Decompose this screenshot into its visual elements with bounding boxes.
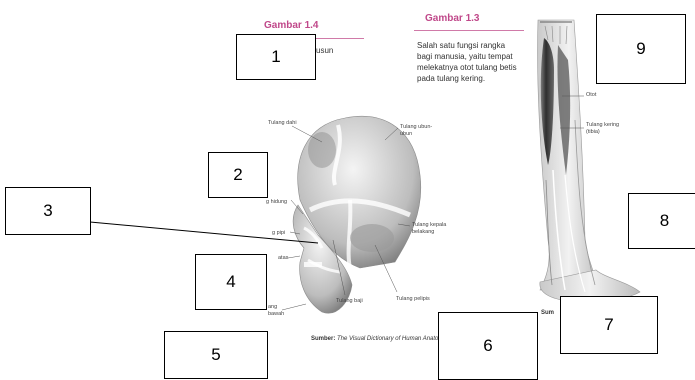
answer-box-9[interactable]: 9 [596, 14, 686, 84]
figure-right-heading-rule [414, 30, 524, 31]
label-tulang-kering: Tulang kering (tibia) [586, 122, 619, 136]
answer-box-5[interactable]: 5 [164, 331, 268, 379]
label-tulang-pelipis: Tulang pelipis [396, 296, 430, 303]
answer-box-7[interactable]: 7 [560, 296, 658, 354]
label-partial-hidung: g hidung [266, 199, 287, 206]
label-tulang-ubun-ubun: Tulang ubun- ubun [400, 124, 432, 138]
label-partial-bawah: ang bawah [268, 304, 284, 318]
source-title: The Visual Dictionary of Human Anatomy [335, 336, 446, 342]
label-tulang-kepala-belakang: Tulang kepala belakang [412, 222, 446, 236]
answer-box-3[interactable]: 3 [5, 187, 91, 235]
figure-right-heading: Gambar 1.3 [425, 13, 479, 24]
figure-right-caption: Salah satu fungsi rangka bagi manusia, y… [417, 40, 532, 84]
answer-box-1[interactable]: 1 [236, 34, 316, 80]
label-partial-atas: atas [278, 255, 288, 262]
label-otot: Otot [586, 92, 596, 99]
answer-box-8[interactable]: 8 [628, 193, 695, 249]
figure-right-source-partial: Sum [541, 310, 554, 316]
source-bold: Sumber: [311, 336, 335, 342]
label-tulang-baji: Tulang baji [336, 298, 363, 305]
answer-box-4[interactable]: 4 [195, 254, 267, 310]
answer-box-2[interactable]: 2 [208, 152, 268, 198]
label-tulang-dahi: Tulang dahi [268, 120, 297, 127]
label-partial-pipi: g pipi [272, 230, 285, 237]
answer-box-6[interactable]: 6 [438, 312, 538, 380]
figure-left-source: Sumber: The Visual Dictionary of Human A… [311, 336, 446, 342]
